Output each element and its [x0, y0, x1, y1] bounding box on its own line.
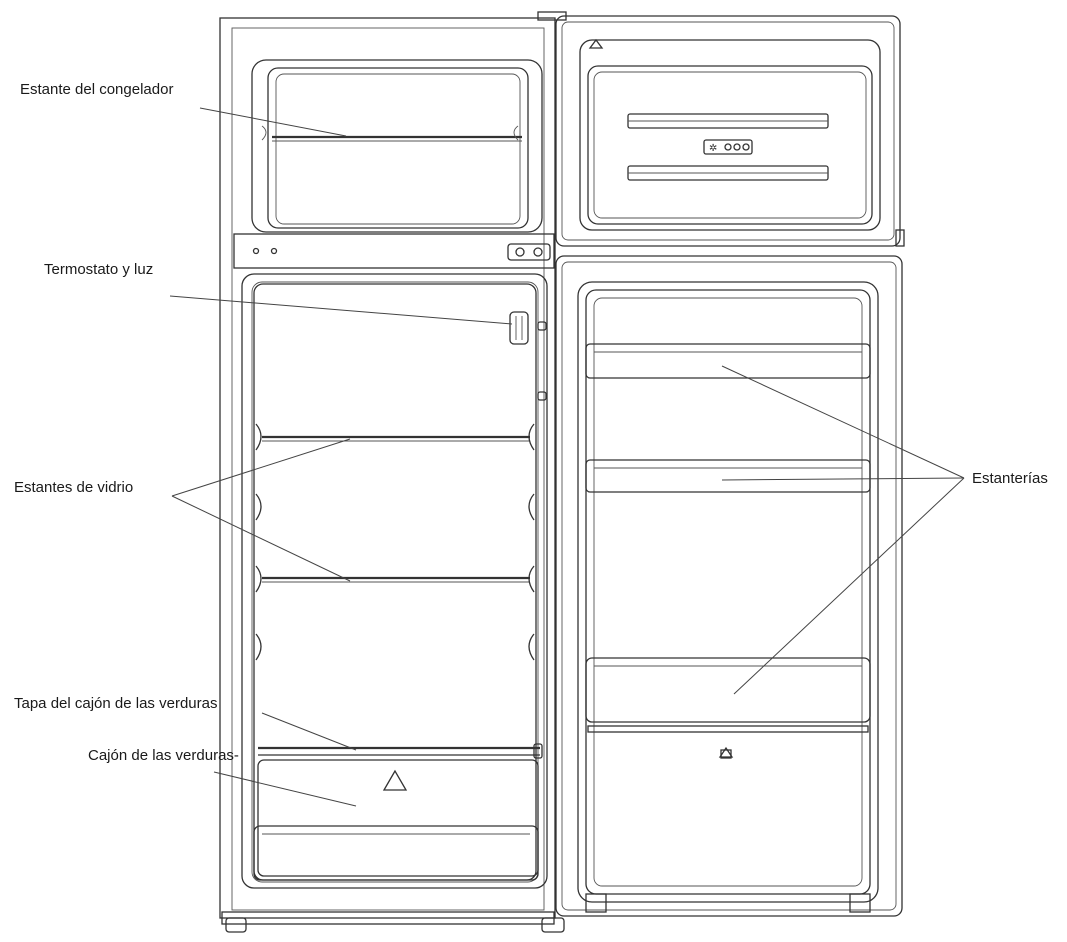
freezer-door: ✲: [555, 15, 905, 247]
leader-crisper-cover: [261, 712, 357, 751]
freezer-compartment: [251, 59, 543, 233]
leader-crisper-drawer: [213, 771, 357, 807]
crisper-drawer: [253, 759, 539, 881]
fridge-door: [555, 255, 903, 917]
leader-lines: [169, 107, 965, 807]
label-crisper-drawer: Cajón de las verduras-: [88, 747, 239, 764]
label-freezer-shelf: Estante del congelador: [20, 81, 174, 98]
leader-thermostat: [169, 295, 513, 325]
crisper-cover: [258, 743, 543, 759]
label-glass-shelves: Estantes de vidrio: [14, 479, 134, 496]
leader-freezer-shelf: [199, 107, 347, 137]
label-door-shelves: Estanterías: [972, 470, 1048, 487]
door-shelves: [585, 343, 871, 759]
leader-door-shelf-1: [721, 365, 965, 479]
svg-text:✲: ✲: [709, 143, 717, 154]
leader-glass-shelf-1: [171, 438, 351, 497]
leader-door-shelf-3: [733, 477, 965, 695]
cabinet-body: [219, 11, 567, 933]
fridge-compartment: [241, 273, 548, 889]
glass-shelves: [255, 423, 535, 661]
thermostat-light: [509, 311, 547, 401]
leader-glass-shelf-2: [171, 495, 351, 582]
label-crisper-cover: Tapa del cajón de las verduras: [14, 695, 218, 712]
divider-panel: [233, 233, 555, 269]
leader-door-shelf-2: [721, 477, 965, 481]
freezer-shelf: [261, 125, 522, 142]
label-thermostat: Termostato y luz: [44, 261, 154, 278]
